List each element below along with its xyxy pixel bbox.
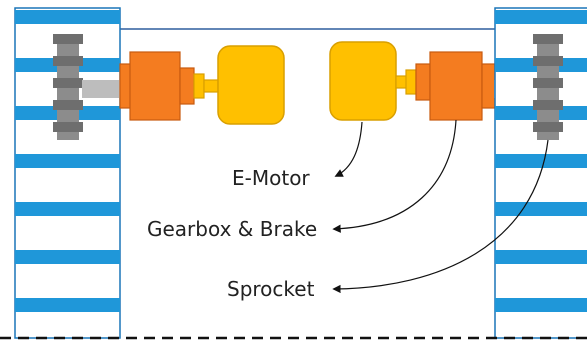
left-shaft bbox=[82, 80, 122, 98]
right-sprocket bbox=[533, 34, 563, 140]
sprocket-tooth bbox=[53, 100, 83, 110]
right-track-link bbox=[495, 10, 587, 24]
right-track-link bbox=[495, 250, 587, 264]
left-track-link bbox=[15, 202, 120, 216]
left-sprocket bbox=[53, 34, 83, 140]
right-gearbox bbox=[395, 51, 496, 121]
right-track-link bbox=[495, 154, 587, 168]
motor-coupling-inner bbox=[203, 79, 219, 93]
motor-coupling bbox=[405, 69, 417, 95]
sprocket-tooth bbox=[533, 122, 563, 132]
left-track-link bbox=[15, 250, 120, 264]
right-track-link bbox=[495, 298, 587, 312]
left-track-link bbox=[15, 154, 120, 168]
gearbox-coupling bbox=[415, 63, 431, 101]
gearbox-body bbox=[129, 51, 181, 121]
gearbox-label: Gearbox & Brake bbox=[147, 217, 318, 241]
gearbox-body bbox=[429, 51, 483, 121]
motor-label: E-Motor bbox=[232, 166, 310, 190]
sprocket-label: Sprocket bbox=[227, 277, 315, 301]
sprocket-tooth bbox=[53, 56, 83, 66]
right-motor bbox=[329, 41, 397, 121]
gearbox-callout-arrow bbox=[332, 119, 457, 233]
gearbox-flange bbox=[481, 63, 496, 109]
left-gearbox bbox=[119, 51, 219, 121]
sprocket-tooth bbox=[533, 56, 563, 66]
left-track-link bbox=[15, 10, 120, 24]
left-track-link bbox=[15, 298, 120, 312]
gearbox-coupling bbox=[179, 67, 195, 105]
sprocket-tooth bbox=[533, 34, 563, 44]
sprocket-tooth bbox=[533, 100, 563, 110]
sprocket-tooth bbox=[533, 78, 563, 88]
sprocket-tooth bbox=[53, 122, 83, 132]
right-track-link bbox=[495, 202, 587, 216]
motor-coupling bbox=[193, 73, 205, 99]
sprocket-tooth bbox=[53, 78, 83, 88]
sprocket-tooth bbox=[53, 34, 83, 44]
motor-callout-arrow bbox=[334, 121, 363, 177]
sprocket-callout-arrow bbox=[332, 139, 549, 294]
left-motor bbox=[217, 45, 285, 125]
